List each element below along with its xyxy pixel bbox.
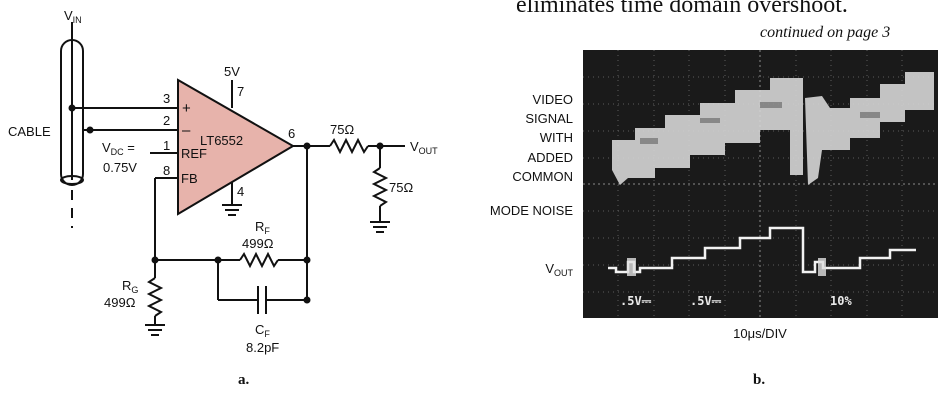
minus-sign: – <box>182 122 191 139</box>
vout-label: VOUT <box>410 139 438 156</box>
cf-label: CF <box>255 322 270 339</box>
cable-label: CABLE <box>8 124 51 139</box>
pin-1-label: 1 <box>163 138 170 153</box>
pin-8-label: 8 <box>163 163 170 178</box>
cf-value: 8.2pF <box>246 340 279 355</box>
series-resistor-value: 75Ω <box>330 122 354 137</box>
pin-6-label: 6 <box>288 126 295 141</box>
plus-sign: + <box>182 100 191 117</box>
side-label-1: VIDEO <box>533 92 573 107</box>
fb-pin-label: FB <box>181 171 198 186</box>
side-label-5: COMMON <box>512 169 573 184</box>
side-label-2: SIGNAL <box>525 111 573 126</box>
opamp-name: LT6552 <box>200 133 243 148</box>
ref-pin-label: REF <box>181 146 207 161</box>
vin-label: VIN <box>64 8 82 25</box>
partial-text-line: eliminates time domain overshoot. <box>516 0 848 18</box>
pin-2-label: 2 <box>163 113 170 128</box>
rg-value: 499Ω <box>104 295 136 310</box>
supply-label: 5V <box>224 64 240 79</box>
scope-vout-label: VOUT <box>545 261 573 278</box>
rf-value: 499Ω <box>242 236 274 251</box>
opamp-symbol <box>177 78 295 216</box>
side-label-3: WITH <box>540 130 573 145</box>
timebase-label: 10μs/DIV <box>733 326 787 341</box>
rf-label: RF <box>255 219 270 236</box>
load-resistor-value: 75Ω <box>389 180 413 195</box>
ch1-scale: .5V⎓ <box>620 294 652 308</box>
vdc-label: VDC = <box>102 140 135 157</box>
side-label-6: MODE NOISE <box>490 203 573 218</box>
caption-b: b. <box>753 372 765 388</box>
rg-label: RG <box>122 278 138 295</box>
side-label-4: ADDED <box>527 150 573 165</box>
pin-3-label: 3 <box>163 91 170 106</box>
continued-note: continued on page 3 <box>760 24 890 41</box>
ch2-scale: .5V⎓ <box>690 294 722 308</box>
vdc-value: 0.75V <box>103 160 137 175</box>
schematic-diagram: VIN CABLE VDC = 0.75V 5V 7 4 3 2 1 8 6 +… <box>8 8 438 388</box>
pin-4-label: 4 <box>237 184 244 199</box>
caption-a: a. <box>238 372 250 388</box>
percent-readout: 10% <box>830 294 852 308</box>
pin-7-label: 7 <box>237 84 244 99</box>
noisy-video-trace <box>612 72 934 185</box>
